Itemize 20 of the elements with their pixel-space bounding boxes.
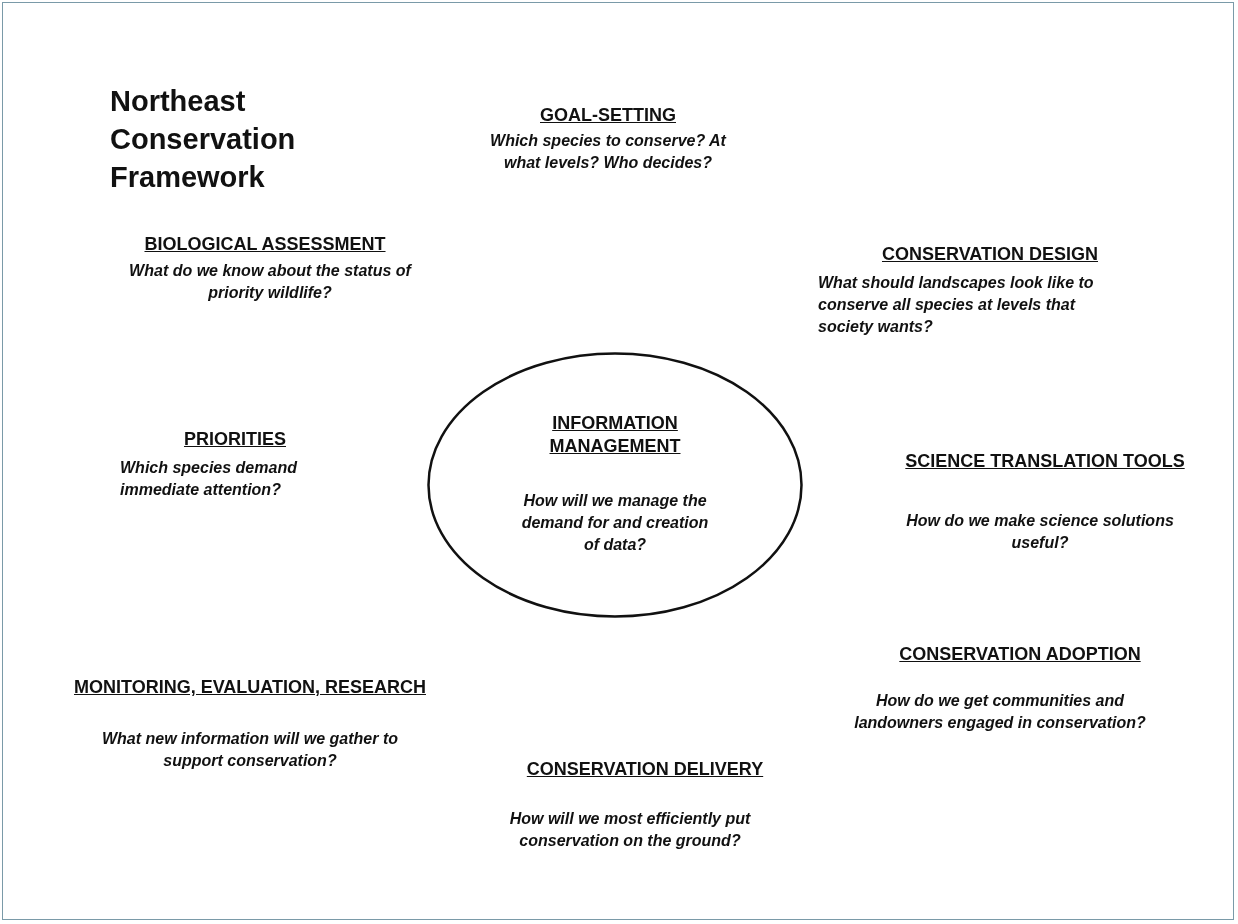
ellipse-node bbox=[427, 352, 803, 618]
question-text: How do we get communities and landowners engaged in conservation? bbox=[853, 691, 1147, 733]
question-text: Which species demand immediate attention? bbox=[120, 458, 299, 500]
title-heading: Northeast Conservation Framework bbox=[110, 84, 297, 195]
section-heading: SCIENCE TRANSLATION TOOLS bbox=[904, 450, 1186, 473]
question-text: How do we make science solutions useful? bbox=[905, 511, 1175, 553]
section-heading: INFORMATION MANAGEMENT bbox=[548, 412, 682, 458]
question-text: What do we know about the status of priority wildlife? bbox=[128, 261, 413, 303]
section-heading: CONSERVATION DELIVERY bbox=[525, 758, 765, 781]
section-heading: CONSERVATION ADOPTION bbox=[898, 643, 1142, 666]
question-text: How will we most efficiently put conservation on the ground? bbox=[508, 809, 752, 851]
section-heading: GOAL-SETTING bbox=[539, 104, 677, 127]
question-text: What should landscapes look like to conserve all species at levels that society wants? bbox=[818, 273, 1095, 337]
section-heading: CONSERVATION DESIGN bbox=[881, 243, 1099, 266]
section-heading: MONITORING, EVALUATION, RESEARCH bbox=[73, 676, 427, 699]
section-heading: PRIORITIES bbox=[183, 428, 287, 451]
question-text: How will we manage the demand for and creation of data? bbox=[520, 491, 710, 555]
question-text: What new information will we gather to support conservation? bbox=[101, 729, 399, 771]
question-text: Which species to conserve? At what levels? Who decides? bbox=[489, 131, 728, 173]
section-heading: BIOLOGICAL ASSESSMENT bbox=[143, 233, 387, 256]
